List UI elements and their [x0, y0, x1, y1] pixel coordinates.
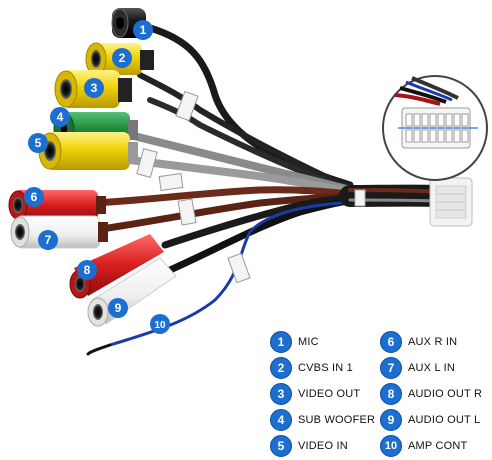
callout-10-text: 10: [154, 320, 166, 331]
callout-5: 5: [28, 133, 48, 153]
callout-2: 2: [112, 48, 132, 68]
callout-7-text: 7: [45, 233, 52, 247]
white-rca-plug-aux-l-in: [10, 215, 108, 249]
callout-8: 8: [77, 260, 97, 280]
callout-10: 10: [150, 314, 170, 334]
callout-5-text: 5: [35, 136, 42, 150]
callout-2-text: 2: [119, 51, 126, 65]
callout-4-text: 4: [57, 110, 64, 124]
callout-9: 9: [108, 298, 128, 318]
callout-1: 1: [133, 20, 153, 40]
callout-3-text: 3: [91, 81, 98, 95]
cables: [86, 24, 451, 356]
callout-6-text: 6: [31, 190, 38, 204]
connector-closeup-inset: [382, 75, 488, 181]
callout-3: 3: [84, 78, 104, 98]
cable-tags: [136, 90, 366, 284]
yellow-rca-plug-video-in: [38, 132, 138, 170]
callout-6: 6: [24, 187, 44, 207]
harness-connector: [429, 177, 473, 227]
callout-1-text: 1: [140, 23, 147, 37]
callout-9-text: 9: [115, 301, 122, 315]
callout-7: 7: [38, 230, 58, 250]
callout-8-text: 8: [84, 263, 91, 277]
callout-badges: 1 2 3 4 5 6 7 8 9 10: [24, 20, 170, 334]
callout-4: 4: [50, 107, 70, 127]
